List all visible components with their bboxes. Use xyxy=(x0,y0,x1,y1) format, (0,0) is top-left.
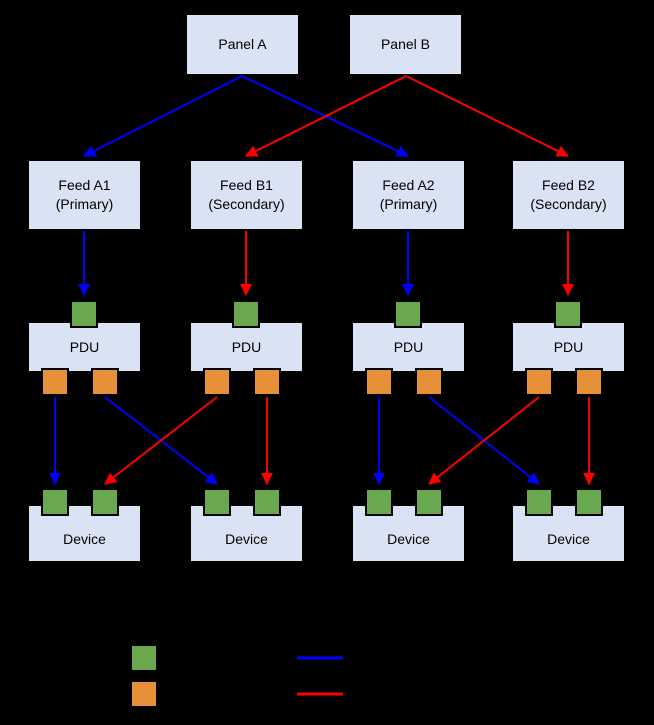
wire-panel-a-to-feed-a1 xyxy=(83,75,243,157)
device4-input-port-right xyxy=(575,488,603,516)
pdu2-node: PDU xyxy=(190,322,303,372)
device2-input-port-left xyxy=(203,488,231,516)
pdu1-output-port-left xyxy=(41,368,69,396)
feed-a1-sublabel: (Primary) xyxy=(55,196,114,212)
wire-pdu2-to-device1 xyxy=(104,396,218,485)
device3-label: Device xyxy=(387,531,430,548)
pdu2-output-port-right xyxy=(253,368,281,396)
legend-output-port-swatch xyxy=(130,680,158,708)
wire-pdu4-to-device3 xyxy=(428,396,540,485)
pdu4-label: PDU xyxy=(553,338,584,355)
pdu2-output-port-left xyxy=(203,368,231,396)
pdu3-output-port-left xyxy=(365,368,393,396)
pdu4-node: PDU xyxy=(512,322,625,372)
panel-b-node: Panel B xyxy=(349,14,462,75)
pdu1-node: PDU xyxy=(28,322,141,372)
pdu4-output-port-left xyxy=(525,368,553,396)
pdu3-output-port-right xyxy=(415,368,443,396)
device2-label: Device xyxy=(225,531,268,548)
device3-input-port-left xyxy=(365,488,393,516)
feed-b2-label: Feed B2 xyxy=(542,177,595,194)
feed-b1-sublabel: (Secondary) xyxy=(208,196,285,212)
wire-panel-b-to-feed-b1 xyxy=(245,75,407,157)
device4-label: Device xyxy=(547,531,590,548)
feed-b2-node: Feed B2 (Secondary) xyxy=(512,160,625,230)
feed-b2-sublabel: (Secondary) xyxy=(530,196,607,212)
legend-input-port-swatch xyxy=(130,644,158,672)
feed-a1-node: Feed A1 (Primary) xyxy=(28,160,141,230)
wire-panel-b-to-feed-b2 xyxy=(405,75,569,157)
panel-a-label: Panel A xyxy=(218,36,267,53)
feed-a2-label: Feed A2 xyxy=(382,177,435,194)
pdu3-label: PDU xyxy=(393,338,424,355)
device1-input-port-left xyxy=(41,488,69,516)
pdu1-output-port-right xyxy=(91,368,119,396)
pdu4-input-port xyxy=(554,300,582,328)
device1-input-port-right xyxy=(91,488,119,516)
feed-b1-node: Feed B1 (Secondary) xyxy=(190,160,303,230)
pdu2-label: PDU xyxy=(231,338,262,355)
device4-input-port-left xyxy=(525,488,553,516)
pdu2-input-port xyxy=(232,300,260,328)
panel-a-node: Panel A xyxy=(186,14,299,75)
pdu3-input-port xyxy=(394,300,422,328)
feed-a2-node: Feed A2 (Primary) xyxy=(352,160,465,230)
feed-a2-sublabel: (Primary) xyxy=(379,196,438,212)
device2-input-port-right xyxy=(253,488,281,516)
pdu4-output-port-right xyxy=(575,368,603,396)
pdu1-input-port xyxy=(70,300,98,328)
feed-a1-label: Feed A1 xyxy=(58,177,111,194)
device1-label: Device xyxy=(63,531,106,548)
pdu1-label: PDU xyxy=(69,338,100,355)
panel-b-label: Panel B xyxy=(380,36,431,53)
feed-b1-label: Feed B1 xyxy=(220,177,273,194)
device3-input-port-right xyxy=(415,488,443,516)
device4-node: Device xyxy=(512,505,625,562)
pdu3-node: PDU xyxy=(352,322,465,372)
